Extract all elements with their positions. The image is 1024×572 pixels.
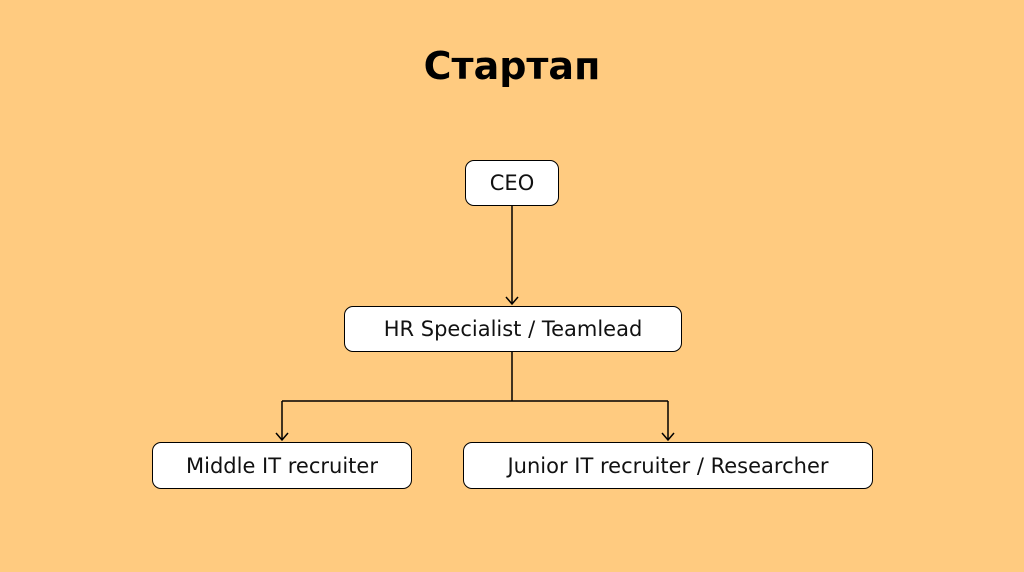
arrowhead-middle (275, 432, 289, 442)
node-junior-recruiter: Junior IT recruiter / Researcher (463, 442, 873, 489)
node-middle-recruiter: Middle IT recruiter (152, 442, 412, 489)
diagram-title: Стартап (423, 44, 601, 88)
arrowhead-hr (505, 296, 519, 306)
node-ceo-label: CEO (489, 171, 535, 195)
arrowhead-junior (661, 432, 675, 442)
node-junior-recruiter-label: Junior IT recruiter / Researcher (507, 453, 829, 478)
node-hr-specialist: HR Specialist / Teamlead (344, 306, 682, 352)
node-hr-specialist-label: HR Specialist / Teamlead (383, 317, 643, 341)
node-middle-recruiter-label: Middle IT recruiter (186, 453, 378, 478)
node-ceo: CEO (465, 160, 559, 206)
